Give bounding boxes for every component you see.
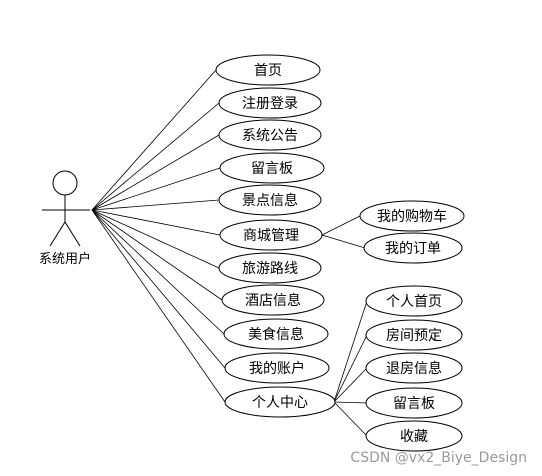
use-case-label: 首页 bbox=[254, 63, 282, 79]
use-case-message-board: 留言板 bbox=[219, 152, 325, 184]
use-case-ellipse bbox=[365, 285, 463, 317]
use-case-label: 旅游路线 bbox=[242, 261, 298, 277]
use-case-label: 景点信息 bbox=[242, 192, 298, 209]
use-case-ellipse bbox=[224, 352, 330, 384]
use-case-label: 留言板 bbox=[251, 161, 293, 177]
use-case-ellipse bbox=[219, 152, 325, 184]
use-case-ellipse bbox=[365, 352, 463, 384]
use-case-ellipse bbox=[365, 420, 463, 452]
use-case-ellipse bbox=[218, 184, 322, 216]
use-case-ellipse bbox=[218, 252, 322, 284]
assoc-favorites bbox=[333, 401, 368, 437]
use-case-label: 我的购物车 bbox=[377, 208, 447, 225]
assoc-personal-center bbox=[91, 209, 226, 403]
use-case-hotel-info: 酒店信息 bbox=[221, 284, 325, 316]
use-case-personal-home: 个人首页 bbox=[365, 285, 463, 317]
use-case-checkout-info: 退房信息 bbox=[365, 352, 463, 384]
sub-associations bbox=[321, 215, 368, 437]
assoc-personal-home bbox=[333, 300, 368, 403]
assoc-announcement bbox=[91, 134, 220, 211]
actor-right-leg bbox=[64, 221, 81, 247]
use-case-label: 个人中心 bbox=[252, 395, 308, 411]
use-case-label: 酒店信息 bbox=[245, 292, 301, 309]
use-case-ellipse bbox=[224, 386, 336, 418]
actor-label: 系统用户 bbox=[39, 251, 91, 267]
assoc-my-account bbox=[91, 209, 226, 369]
actor-system-user: 系统用户 bbox=[39, 170, 91, 267]
use-case-label: 退房信息 bbox=[386, 360, 442, 377]
use-case-mall-management: 商城管理 bbox=[219, 219, 323, 251]
use-case-label: 商城管理 bbox=[243, 228, 299, 244]
use-case-ellipse bbox=[365, 387, 463, 419]
use-case-travel-route: 旅游路线 bbox=[218, 252, 322, 284]
use-case-label: 注册登录 bbox=[242, 96, 298, 112]
assoc-scenic-info bbox=[91, 199, 220, 211]
use-case-ellipse bbox=[215, 54, 321, 86]
use-case-my-orders: 我的订单 bbox=[363, 232, 463, 264]
use-case-ellipse bbox=[363, 232, 463, 264]
assoc-checkout-info bbox=[333, 367, 368, 403]
actor-left-leg bbox=[49, 221, 66, 247]
assoc-home bbox=[91, 69, 217, 211]
assoc-hotel-info bbox=[91, 209, 223, 301]
actor-associations bbox=[91, 69, 226, 403]
use-case-favorites: 收藏 bbox=[365, 420, 463, 452]
use-case-label: 留言板 bbox=[393, 396, 435, 412]
assoc-my-cart bbox=[321, 215, 361, 236]
use-case-label: 个人首页 bbox=[386, 294, 442, 310]
use-case-room-booking: 房间预定 bbox=[365, 319, 463, 351]
use-case-ellipse bbox=[218, 87, 322, 119]
use-case-pc-message-board: 留言板 bbox=[365, 387, 463, 419]
assoc-food-info bbox=[91, 209, 225, 335]
use-case-label: 我的账户 bbox=[249, 360, 305, 377]
watermark: CSDN @vx2_Biye_Design bbox=[350, 450, 527, 466]
assoc-message-board bbox=[91, 167, 221, 211]
use-case-scenic-info: 景点信息 bbox=[218, 184, 322, 216]
use-case-ellipse bbox=[219, 219, 323, 251]
use-case-label: 美食信息 bbox=[248, 326, 304, 343]
assoc-register-login bbox=[91, 102, 220, 211]
use-case-ellipse bbox=[218, 119, 322, 151]
use-case-food-info: 美食信息 bbox=[223, 318, 329, 350]
assoc-pc-message-board bbox=[333, 401, 368, 404]
assoc-travel-route bbox=[91, 209, 220, 269]
use-case-my-cart: 我的购物车 bbox=[359, 200, 465, 232]
actor-head bbox=[52, 170, 78, 196]
use-case-label: 房间预定 bbox=[386, 328, 442, 344]
use-case-label: 我的订单 bbox=[385, 241, 441, 257]
use-case-home: 首页 bbox=[215, 54, 321, 86]
use-case-register-login: 注册登录 bbox=[218, 87, 322, 119]
use-case-label: 系统公告 bbox=[242, 128, 298, 144]
assoc-my-orders bbox=[321, 234, 366, 249]
use-case-label: 收藏 bbox=[400, 429, 428, 445]
use-case-ellipse bbox=[223, 318, 329, 350]
use-case-personal-center: 个人中心 bbox=[224, 386, 336, 418]
use-case-ellipse bbox=[359, 200, 465, 232]
assoc-room-booking bbox=[333, 334, 368, 403]
use-case-my-account: 我的账户 bbox=[224, 352, 330, 384]
use-case-announcement: 系统公告 bbox=[218, 119, 322, 151]
use-case-ellipse bbox=[365, 319, 463, 351]
use-case-ellipse bbox=[221, 284, 325, 316]
assoc-mall-management bbox=[91, 209, 221, 236]
